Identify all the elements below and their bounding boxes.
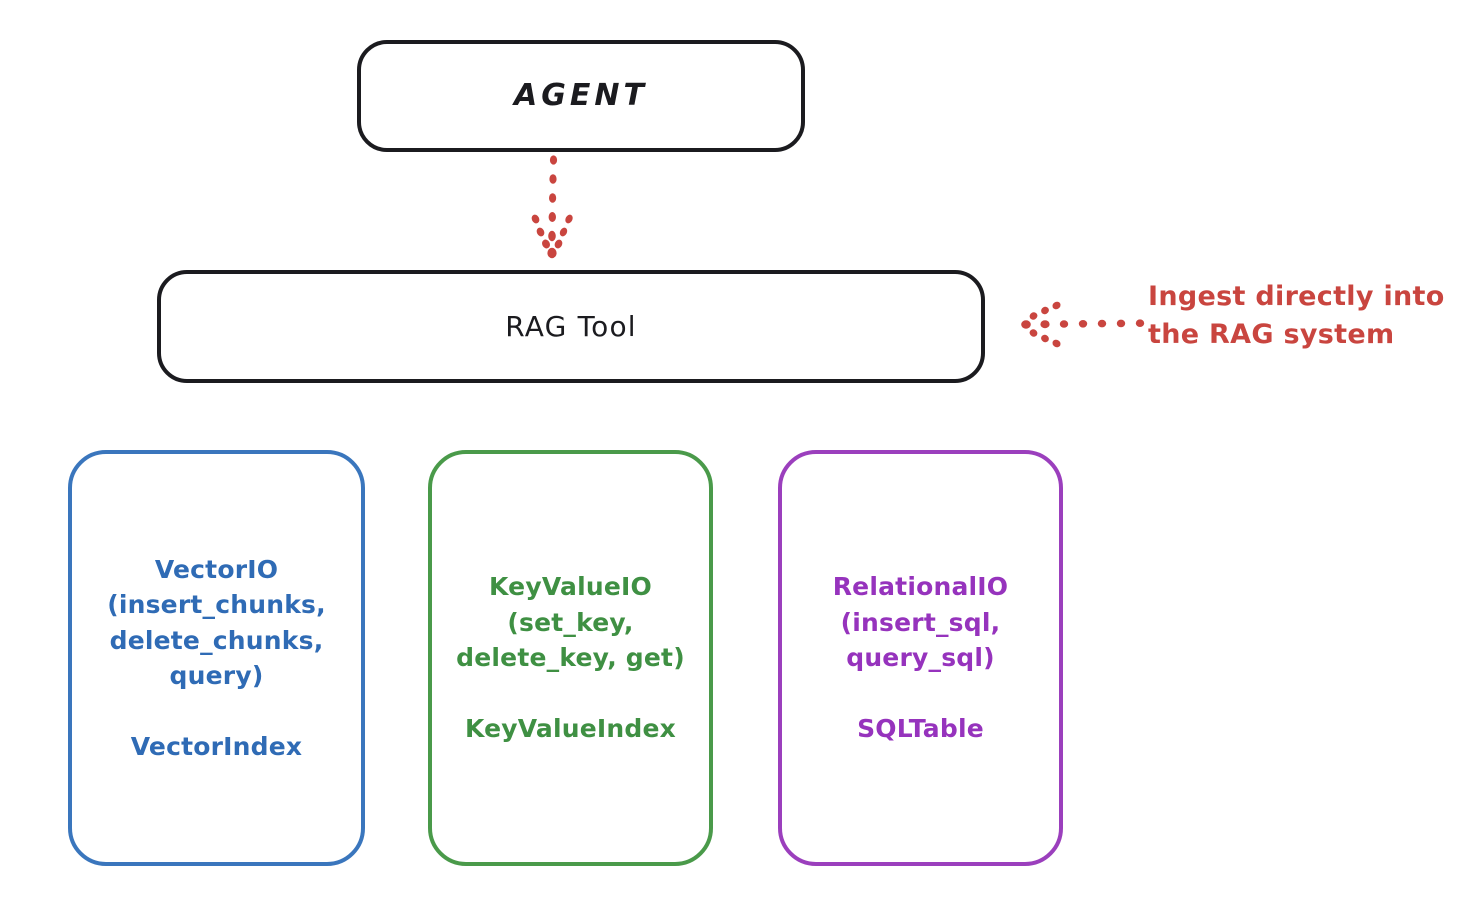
- node-agent-label: AGENT: [514, 77, 648, 113]
- arrow-ingest-into-rag-tool: [1021, 301, 1145, 348]
- node-relational-io-label: RelationalIO (insert_sql, query_sql) SQL…: [832, 572, 1009, 744]
- node-vector-io[interactable]: VectorIO (insert_chunks, delete_chunks, …: [68, 450, 365, 866]
- node-key-value-io-label: KeyValueIO (set_key, delete_key, get) Ke…: [456, 572, 685, 744]
- node-rag-tool-label: RAG Tool: [505, 309, 637, 343]
- annotation-ingest: Ingest directly into the RAG system: [1148, 281, 1445, 351]
- node-key-value-io[interactable]: KeyValueIO (set_key, delete_key, get) Ke…: [428, 450, 713, 866]
- node-rag-tool[interactable]: RAG Tool: [157, 270, 985, 383]
- node-agent[interactable]: AGENT: [357, 40, 805, 152]
- node-vector-io-label: VectorIO (insert_chunks, delete_chunks, …: [107, 554, 326, 762]
- arrow-agent-to-rag-tool: [531, 155, 573, 259]
- node-relational-io[interactable]: RelationalIO (insert_sql, query_sql) SQL…: [778, 450, 1063, 866]
